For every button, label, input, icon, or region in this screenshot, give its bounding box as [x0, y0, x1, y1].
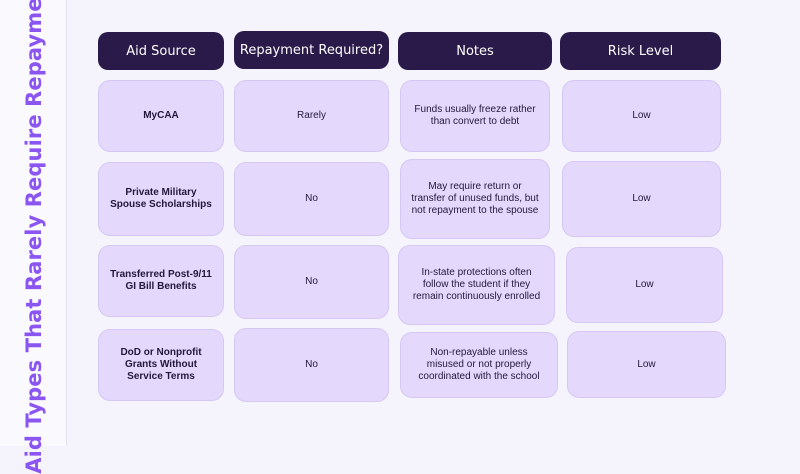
page-title: Aid Types That Rarely Require Repayment — [22, 0, 46, 474]
row-4-risk: Low — [567, 331, 726, 398]
row-1-aid-source: MyCAA — [98, 80, 224, 152]
row-2-notes: May require return or transfer of unused… — [400, 159, 550, 239]
row-4-notes: Non-repayable unless misused or not prop… — [400, 332, 558, 398]
header-repayment-required: Repayment Required? — [234, 31, 389, 69]
row-3-risk: Low — [566, 247, 723, 323]
row-2-aid-source: Private Military Spouse Scholarships — [98, 162, 224, 236]
row-1-notes: Funds usually freeze rather than convert… — [400, 80, 550, 152]
header-notes: Notes — [398, 32, 552, 70]
header-risk-level: Risk Level — [560, 32, 721, 70]
row-4-aid-source: DoD or Nonprofit Grants Without Service … — [98, 329, 224, 401]
row-2-repayment: No — [234, 162, 389, 236]
row-1-repayment: Rarely — [234, 80, 389, 152]
row-4-repayment: No — [234, 328, 389, 402]
row-3-aid-source: Transferred Post-9/11 GI Bill Benefits — [98, 245, 224, 317]
row-2-risk: Low — [562, 161, 721, 237]
side-panel: Aid Types That Rarely Require Repayment — [0, 0, 67, 474]
row-1-risk: Low — [562, 80, 721, 152]
row-3-repayment: No — [234, 245, 389, 319]
header-aid-source: Aid Source — [98, 32, 224, 70]
row-3-notes: In-state protections often follow the st… — [398, 245, 555, 325]
